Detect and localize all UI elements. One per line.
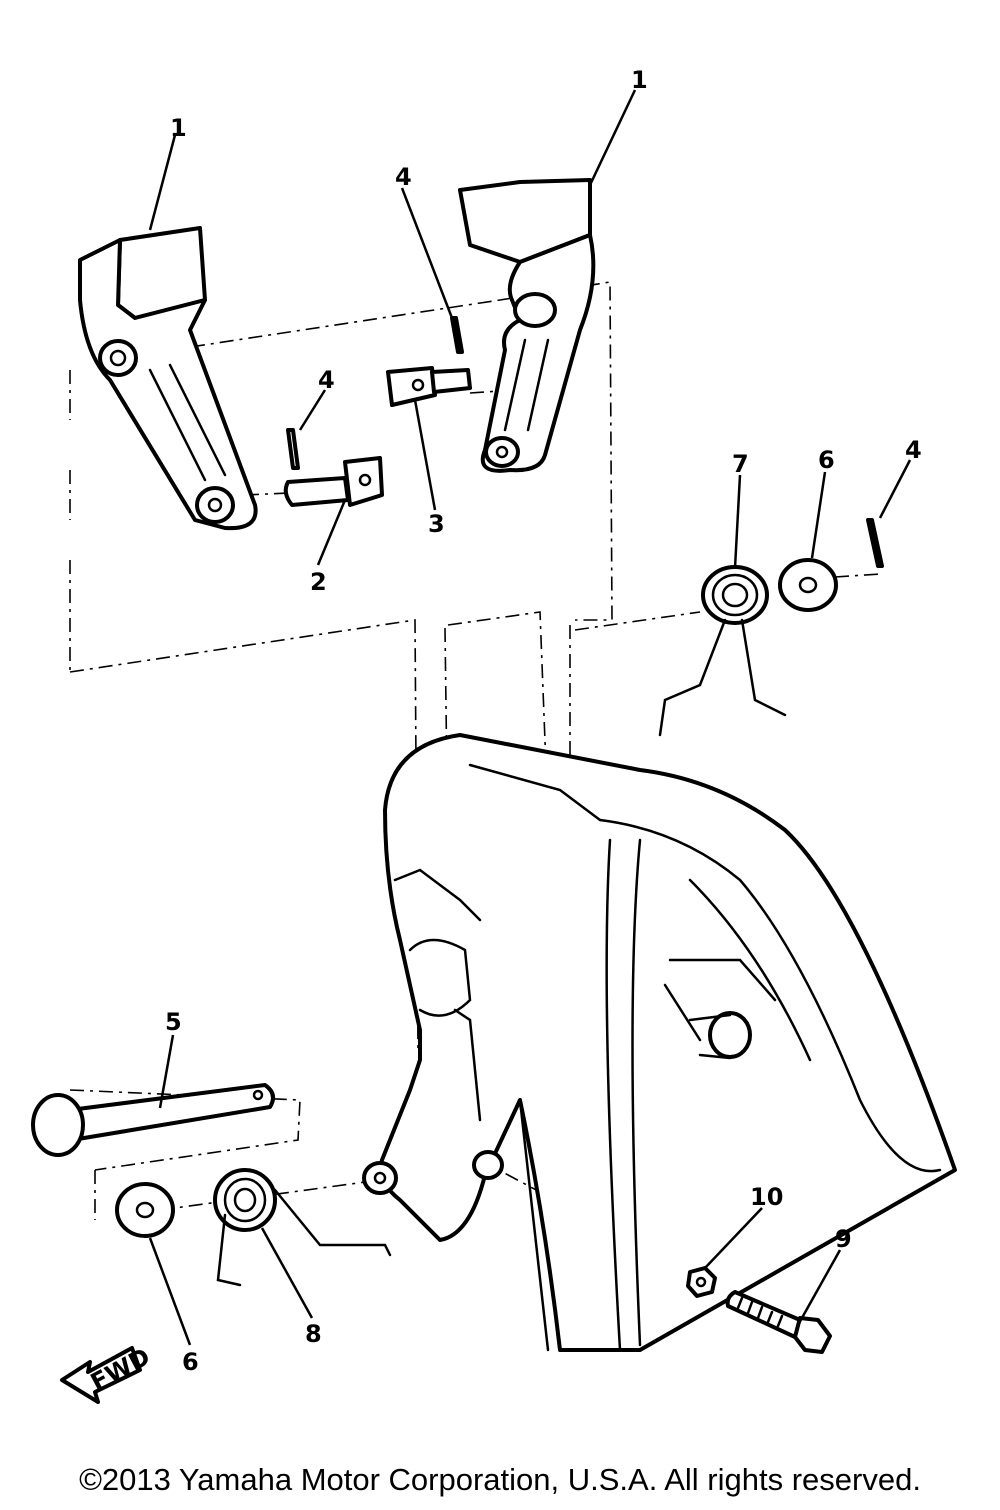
callout-4-upper: 4	[395, 163, 412, 191]
bracket-right	[458, 178, 596, 473]
callout-1-left: 1	[170, 114, 187, 142]
callout-4-left: 4	[318, 366, 335, 394]
cotter-pin-upper	[450, 316, 464, 354]
leader-lines	[148, 89, 912, 1346]
fwd-label: FWD	[86, 1342, 155, 1396]
nut	[686, 1266, 717, 1298]
copyright-notice: ©2013 Yamaha Motor Corporation, U.S.A. A…	[79, 1462, 921, 1497]
clevis-2	[283, 456, 384, 507]
exploded-parts-diagram: FWD 1 1 4 4 2 3 7 6 4 5 6 8 10 9	[31, 66, 957, 1404]
callout-1-right: 1	[631, 66, 648, 94]
clevis-3	[386, 366, 472, 407]
callout-8: 8	[305, 1320, 322, 1348]
cotter-pin-right	[866, 518, 884, 568]
bolt	[725, 1290, 832, 1354]
swivel-housing	[362, 733, 957, 1352]
callout-7: 7	[732, 450, 749, 478]
washer-lower	[115, 1182, 175, 1238]
callout-4-right: 4	[905, 436, 922, 464]
cotter-pin-left	[286, 428, 300, 470]
callout-5: 5	[165, 1008, 182, 1036]
callout-10: 10	[750, 1183, 783, 1211]
fwd-arrow-icon: FWD	[60, 1342, 155, 1404]
callout-6-lower: 6	[182, 1348, 199, 1376]
torsion-spring-lower	[213, 1168, 392, 1287]
washer-upper	[778, 558, 838, 612]
bracket-left	[78, 226, 258, 531]
callout-numbers: 1 1 4 4 2 3 7 6 4 5 6 8 10 9	[165, 66, 922, 1376]
pivot-pin	[31, 1083, 276, 1157]
callout-3: 3	[428, 510, 445, 538]
callout-2: 2	[310, 568, 327, 596]
callout-6-upper: 6	[818, 446, 835, 474]
torsion-spring-upper	[658, 565, 787, 737]
callout-9: 9	[835, 1225, 852, 1253]
